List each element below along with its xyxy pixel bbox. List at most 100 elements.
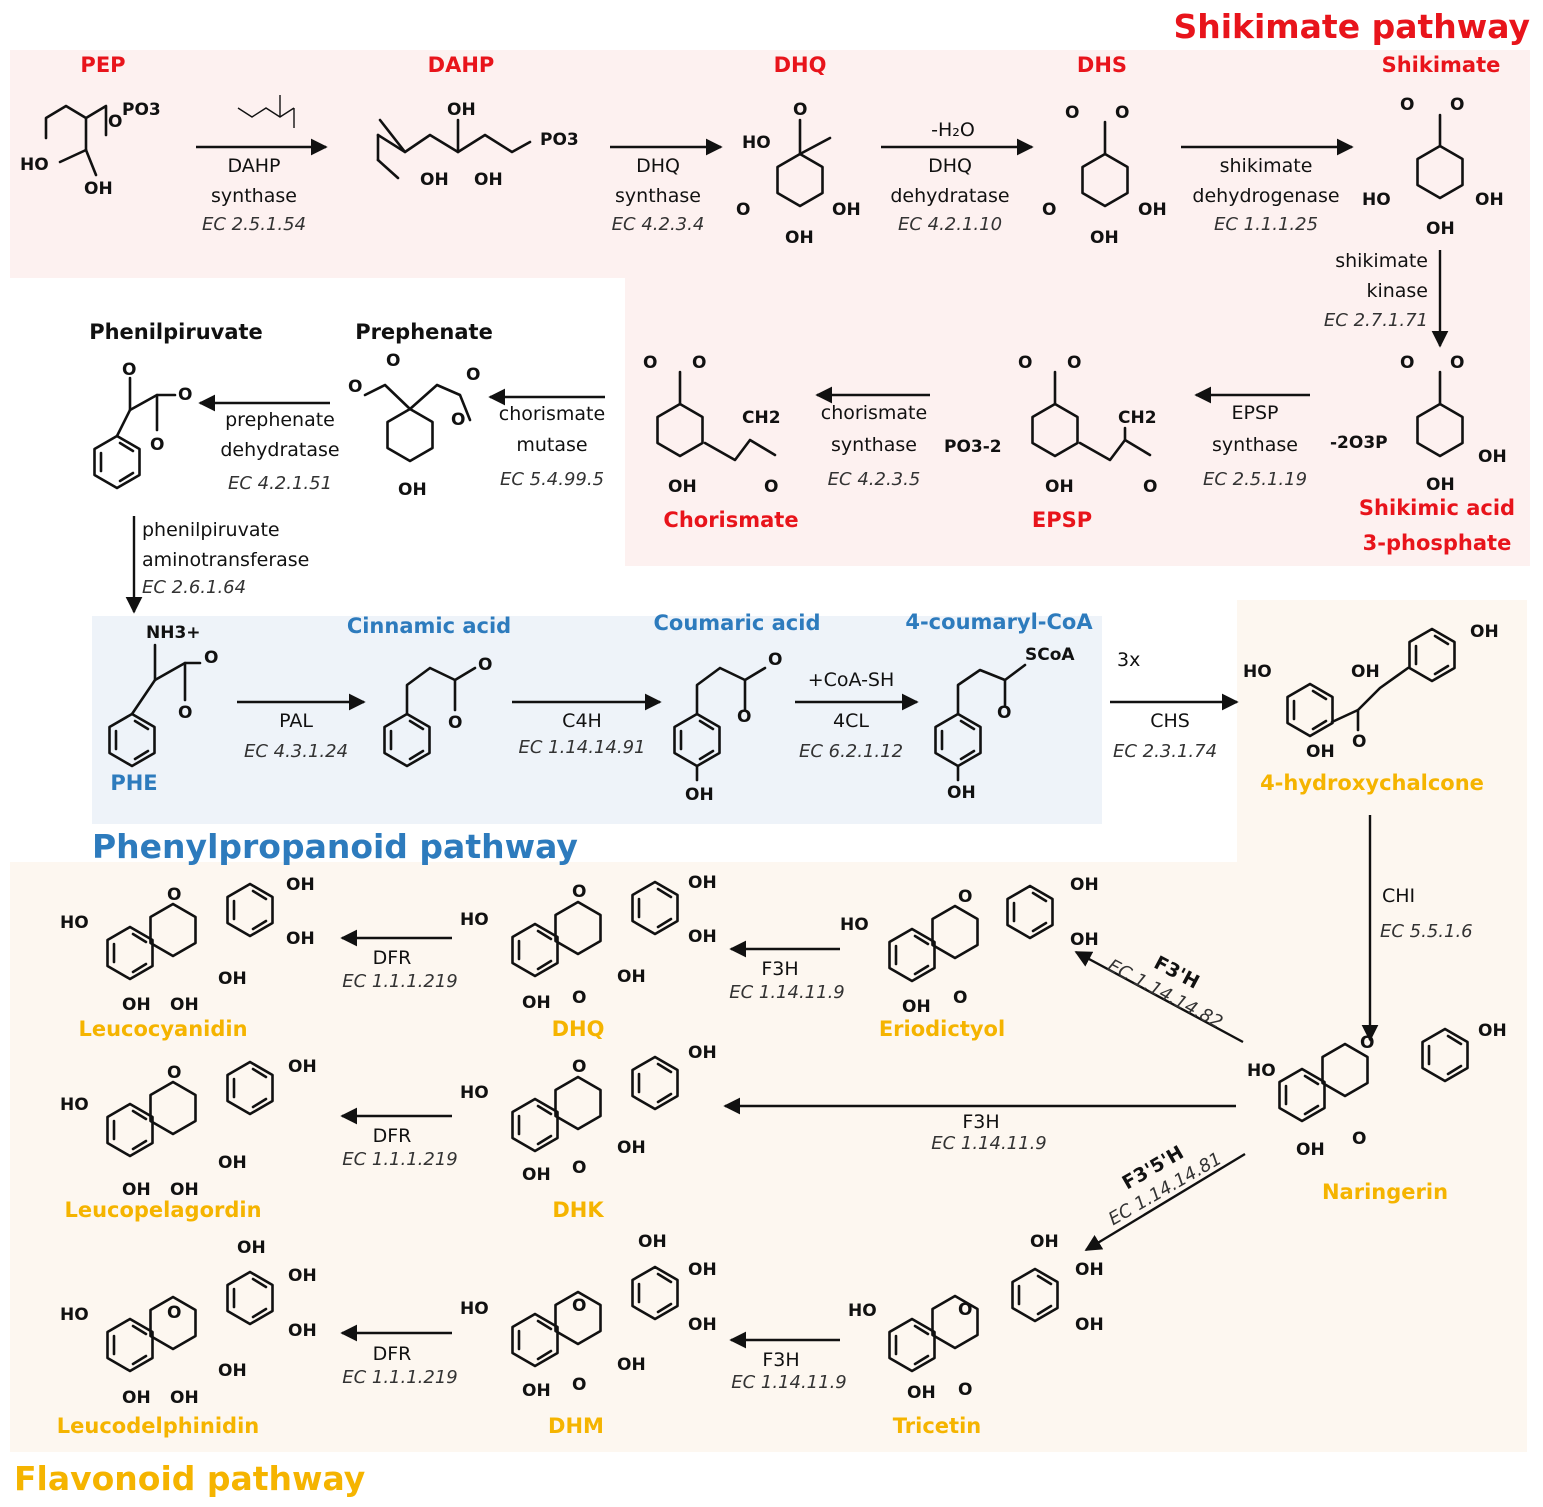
erio-oh2: OH bbox=[1070, 930, 1099, 950]
phpy-o1: O bbox=[122, 360, 136, 380]
label-leucopelagordin: Leucopelagordin bbox=[64, 1198, 261, 1222]
label-coumaric-acid: Coumaric acid bbox=[653, 611, 820, 635]
reaction-arrows bbox=[125, 138, 1449, 1349]
shik-o-minus: O bbox=[1450, 95, 1464, 115]
phpy-o2: O bbox=[178, 385, 192, 405]
structure-pep-cofactor bbox=[237, 95, 295, 128]
leup-oh3: OH bbox=[122, 1180, 151, 1200]
epsp-oh: OH bbox=[1045, 477, 1074, 497]
r9-enzyme-line2: dehydratase bbox=[220, 439, 339, 461]
prep-o2: O bbox=[348, 377, 362, 397]
r4-ec: EC 1.1.1.25 bbox=[1214, 214, 1318, 235]
s3p-o: O bbox=[1400, 353, 1414, 373]
chal-oh2: OH bbox=[1306, 742, 1335, 762]
r8-enzyme-line2: mutase bbox=[516, 434, 587, 456]
erio-o2: O bbox=[953, 988, 967, 1008]
dhq-oh1: OH bbox=[832, 200, 861, 220]
r11-enzyme: PAL bbox=[279, 710, 313, 732]
epsp-o: O bbox=[1018, 353, 1032, 373]
r3-enzyme-line2: dehydratase bbox=[890, 185, 1009, 207]
label-naringerin: Naringerin bbox=[1322, 1180, 1448, 1204]
structure-leucopelagordin: HO O OH OH OH OH bbox=[60, 1057, 317, 1200]
r7-ec: EC 4.2.3.5 bbox=[828, 469, 921, 490]
dhqf-oh4: OH bbox=[522, 993, 551, 1013]
r13-ec: EC 6.2.1.12 bbox=[799, 741, 903, 762]
dahp-oh2: OH bbox=[420, 170, 449, 190]
r20-enzyme: DFR bbox=[373, 1125, 412, 1147]
r17-ec: EC 1.14.11.9 bbox=[729, 982, 845, 1003]
dhm-ho: HO bbox=[460, 1299, 489, 1319]
dhqf-ho: HO bbox=[460, 910, 489, 930]
coa-oh: OH bbox=[947, 783, 976, 803]
nar-o2: O bbox=[1352, 1129, 1366, 1149]
coa-o: O bbox=[997, 703, 1011, 723]
label-dhq-flavonoid: DHQ bbox=[552, 1017, 605, 1041]
leup-oh1: OH bbox=[288, 1057, 317, 1077]
r23-ec: EC 1.1.1.219 bbox=[342, 1367, 458, 1388]
dhq-o2: O bbox=[736, 200, 750, 220]
r15-ec: EC 5.5.1.6 bbox=[1380, 921, 1473, 942]
leup-oh2: OH bbox=[218, 1153, 247, 1173]
r12-enzyme: C4H bbox=[562, 710, 602, 732]
label-chorismate: Chorismate bbox=[663, 508, 798, 532]
erio-oh3: OH bbox=[902, 997, 931, 1017]
nar-oh1: OH bbox=[1296, 1140, 1325, 1160]
prep-oh: OH bbox=[398, 480, 427, 500]
leud-oh4: OH bbox=[218, 1361, 247, 1381]
erio-ho: HO bbox=[840, 915, 869, 935]
phe-nh3: NH3+ bbox=[146, 623, 201, 643]
tric-oh3: OH bbox=[1075, 1315, 1104, 1335]
dhq-ho: HO bbox=[742, 133, 771, 153]
r22-ec: EC 1.14.11.9 bbox=[731, 1372, 847, 1393]
chal-o: O bbox=[1352, 732, 1366, 752]
r1-enzyme-line1: DAHP bbox=[227, 155, 280, 177]
dhqf-o: O bbox=[572, 882, 586, 902]
r12-ec: EC 1.14.14.91 bbox=[519, 737, 646, 758]
dahp-oh3: OH bbox=[474, 170, 503, 190]
leup-ho: HO bbox=[60, 1095, 89, 1115]
chor-o2: O bbox=[764, 477, 778, 497]
chal-oh3: OH bbox=[1470, 622, 1499, 642]
structure-phe: NH3+ O O bbox=[108, 623, 218, 768]
dhm-o2: O bbox=[572, 1375, 586, 1395]
phe-o2: O bbox=[178, 703, 192, 723]
dhs-o2: O bbox=[1042, 200, 1056, 220]
structure-tricetin: HO O OH OH OH OH O bbox=[848, 1232, 1104, 1403]
label-dhs: DHS bbox=[1077, 53, 1127, 77]
coum-o2: O bbox=[737, 707, 751, 727]
r5-enzyme-line2: kinase bbox=[1366, 280, 1428, 302]
chor-o-minus: O bbox=[692, 353, 706, 373]
r5-enzyme-line1: shikimate bbox=[1335, 250, 1428, 272]
leuc-oh4: OH bbox=[122, 995, 151, 1015]
tric-o: O bbox=[958, 1300, 972, 1320]
chor-oh: OH bbox=[668, 477, 697, 497]
leuc-ho: HO bbox=[60, 913, 89, 933]
arrow-r16 bbox=[1074, 950, 1244, 1044]
r8-ec: EC 5.4.99.5 bbox=[500, 469, 604, 490]
r3-ec: EC 4.2.1.10 bbox=[898, 214, 1002, 235]
leuc-oh2: OH bbox=[286, 929, 315, 949]
r13-cofactor: +CoA-SH bbox=[808, 669, 895, 691]
label-epsp: EPSP bbox=[1032, 508, 1092, 532]
structure-shikimic-acid-3p: O O -2O3P OH OH bbox=[1330, 353, 1507, 495]
pep-oh: OH bbox=[84, 179, 113, 199]
structure-leucodelphinidin: HO O OH OH OH OH OH OH bbox=[60, 1238, 317, 1408]
coum-o1: O bbox=[768, 650, 782, 670]
r15-enzyme: CHI bbox=[1382, 885, 1415, 907]
label-cinnamic-acid: Cinnamic acid bbox=[347, 614, 511, 638]
shik-ho: HO bbox=[1362, 190, 1391, 210]
r5-ec: EC 2.7.1.71 bbox=[1324, 310, 1428, 331]
cinn-o2: O bbox=[448, 713, 462, 733]
r13-enzyme: 4CL bbox=[833, 710, 869, 732]
label-shikimic-acid-3p-line2: 3-phosphate bbox=[1363, 531, 1512, 555]
flavonoid-region-main bbox=[10, 862, 1527, 1452]
structure-dhq-flavonoid: HO O OH OH OH OH O bbox=[460, 873, 717, 1013]
dhk-ho: HO bbox=[460, 1083, 489, 1103]
r2-enzyme-line2: synthase bbox=[615, 185, 701, 207]
erio-o: O bbox=[958, 887, 972, 907]
s3p-o3p: -2O3P bbox=[1330, 433, 1388, 453]
shik-o: O bbox=[1400, 95, 1414, 115]
structure-dhq-shikimate: O HO OH OH O bbox=[736, 100, 861, 248]
structure-phenilpiruvate: O O O bbox=[93, 360, 192, 490]
prep-o1: O bbox=[386, 351, 400, 371]
